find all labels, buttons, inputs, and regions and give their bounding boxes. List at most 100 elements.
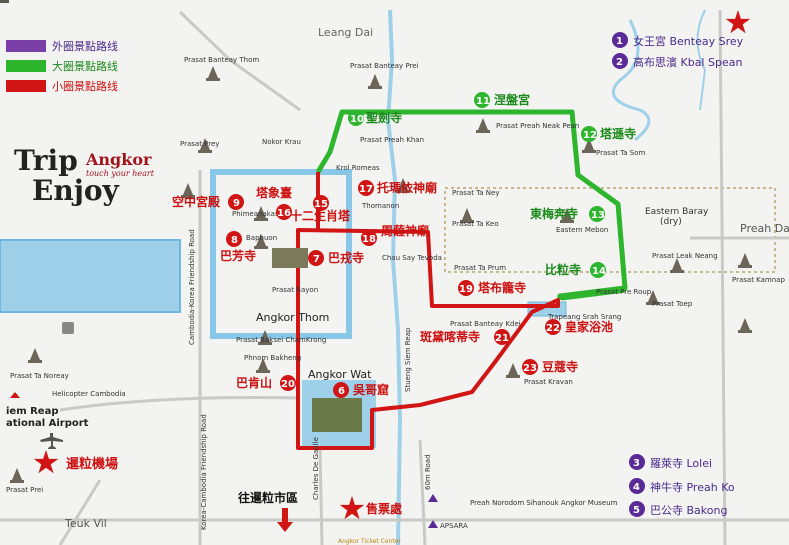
red-markers: 6 吳哥窟 7 巴戎寺 8 巴芳寺 9 空中宮殿 15 十二生肖塔 16 塔象臺… [172, 180, 613, 398]
brand-enjoy: Enjoy [32, 174, 120, 207]
place-nokor-krau: Nokor Krau [262, 138, 301, 146]
siem-reap-river [385, 9, 403, 545]
marker-label-12: 塔遜寺 [600, 126, 636, 141]
marker-label-17: 托瑪依神廟 [377, 180, 437, 195]
place-leak-neang: Prasat Leak Neang [652, 252, 718, 260]
route-legend: 外圈景點路线 大圈景點路线 小圈景點路线 [6, 39, 118, 93]
marker-6 [333, 382, 349, 398]
place-baksei: Prasat Baksei ChamKrong [236, 336, 326, 344]
site-num-2: 2 [616, 57, 623, 68]
road-airport [59, 396, 301, 412]
marker-14 [590, 262, 606, 278]
place-airport-1: iem Reap [6, 406, 59, 417]
legend-outer-label: 外圈景點路线 [52, 39, 118, 53]
northern-stream [611, 19, 651, 142]
marker-12 [581, 126, 597, 142]
place-kamnap: Prasat Kamnap [732, 276, 785, 284]
marker-label-6: 吳哥窟 [352, 382, 389, 397]
temple-icon [254, 206, 268, 221]
road-east [718, 9, 727, 545]
place-baphuon: Baphuon [246, 234, 277, 242]
place-ta-ney: Prasat Ta Ney [452, 189, 500, 197]
temple-icon [368, 74, 382, 89]
legend-outer-swatch [6, 40, 46, 52]
marker-num-20: 20 [281, 379, 295, 390]
west-baray-water [0, 240, 180, 312]
marker-num-9: 9 [233, 198, 240, 209]
marker-8 [226, 231, 242, 247]
place-eastern-mebon: Eastern Mebon [556, 226, 608, 234]
temple-icon [582, 138, 596, 153]
downtown-annotation: 往暹粒市區 [238, 490, 298, 532]
place-toep: Prasat Toep [652, 300, 693, 308]
marker-num-16: 16 [277, 208, 291, 219]
temple-icon [506, 363, 520, 378]
marker-num-22: 22 [546, 323, 560, 334]
apsara-triangle-icon [428, 520, 438, 528]
marker-10 [348, 110, 364, 126]
road-60m [418, 439, 427, 545]
site-marker-4 [629, 478, 645, 494]
marker-7 [308, 250, 324, 266]
site-marker-1 [612, 32, 628, 48]
downtown-zh-label: 往暹粒市區 [238, 490, 298, 505]
site-name-1: 女王宮 Benteay Srey [633, 34, 744, 48]
marker-num-19: 19 [459, 284, 473, 295]
airport-zh-label: 暹粒機場 [66, 456, 118, 472]
angkor-thom-moat [210, 169, 352, 339]
museum-triangle-icon [428, 494, 438, 502]
place-ticket-center: Angkor Ticket Center [338, 538, 401, 545]
temple-icon [738, 318, 752, 333]
marker-16 [276, 204, 292, 220]
place-thomanon: Thomanon [361, 202, 399, 210]
place-krol-romeas: Krol Romeas [336, 164, 380, 172]
place-ta-noreay: Prasat Ta Noreay [10, 372, 69, 380]
brand-tagline: touch your heart [86, 169, 155, 178]
site-num-1: 1 [616, 36, 623, 47]
downtown-arrow-icon [277, 508, 293, 532]
marker-label-7: 巴戎寺 [328, 250, 364, 265]
temple-icon [258, 330, 272, 345]
marker-label-18: 周薩神廟 [381, 223, 429, 238]
marker-18 [361, 230, 377, 246]
marker-20 [280, 375, 296, 391]
temple-icons [0, 0, 9, 3]
marker-num-7: 7 [313, 254, 320, 265]
place-banteay-prei: Prasat Banteay Prei [350, 62, 419, 70]
marker-label-16: 塔象臺 [256, 185, 292, 200]
place-banteay-thom: Prasat Banteay Thom [184, 56, 259, 64]
place-kravan: Prasat Kravan [524, 378, 573, 386]
airplane-icon [40, 433, 63, 449]
legend-big-swatch [6, 60, 46, 72]
marker-num-8: 8 [231, 235, 238, 246]
brand-logo: Trip Angkor touch your heart Enjoy [14, 144, 155, 207]
outer-sites-top: 1 女王宮 Benteay Srey 2 高布思濱 Kbal Spean [612, 32, 744, 69]
road-friendship-label: Cambodia-Korea Friendship Road [188, 229, 196, 345]
airport-annotation: 暹粒機場 [33, 433, 118, 474]
legend-small-label: 小圈景點路线 [52, 79, 118, 93]
marker-num-18: 18 [362, 234, 376, 245]
helicopter-icon [10, 392, 20, 398]
marker-num-13: 13 [591, 210, 605, 221]
marker-num-6: 6 [338, 386, 345, 397]
place-ta-keo: Prasat Ta Keo [452, 220, 499, 228]
big-circuit-route-end [561, 287, 626, 301]
marker-23 [522, 359, 538, 375]
temple-icon [560, 208, 574, 223]
marker-21 [494, 329, 510, 345]
site-name-3: 羅萊寺 Lolei [650, 457, 712, 470]
marker-num-23: 23 [523, 363, 537, 374]
temple-icon [198, 138, 212, 153]
marker-label-15: 十二生肖塔 [290, 208, 351, 223]
west-baray-edge [0, 239, 181, 313]
temple-icon [460, 208, 474, 223]
green-markers: 10 聖劍寺 11 涅盤宮 12 塔遜寺 13 東梅奔寺 14 比粒寺 [348, 92, 636, 278]
marker-num-14: 14 [592, 266, 606, 277]
road-southwest [58, 479, 102, 545]
place-apsara: APSARA [440, 522, 468, 530]
marker-num-10: 10 [350, 114, 364, 125]
place-phimeanakas: Phimeanakas [232, 210, 279, 218]
marker-num-12: 12 [583, 130, 597, 141]
marker-num-11: 11 [476, 96, 490, 107]
temple-icon [256, 358, 270, 373]
